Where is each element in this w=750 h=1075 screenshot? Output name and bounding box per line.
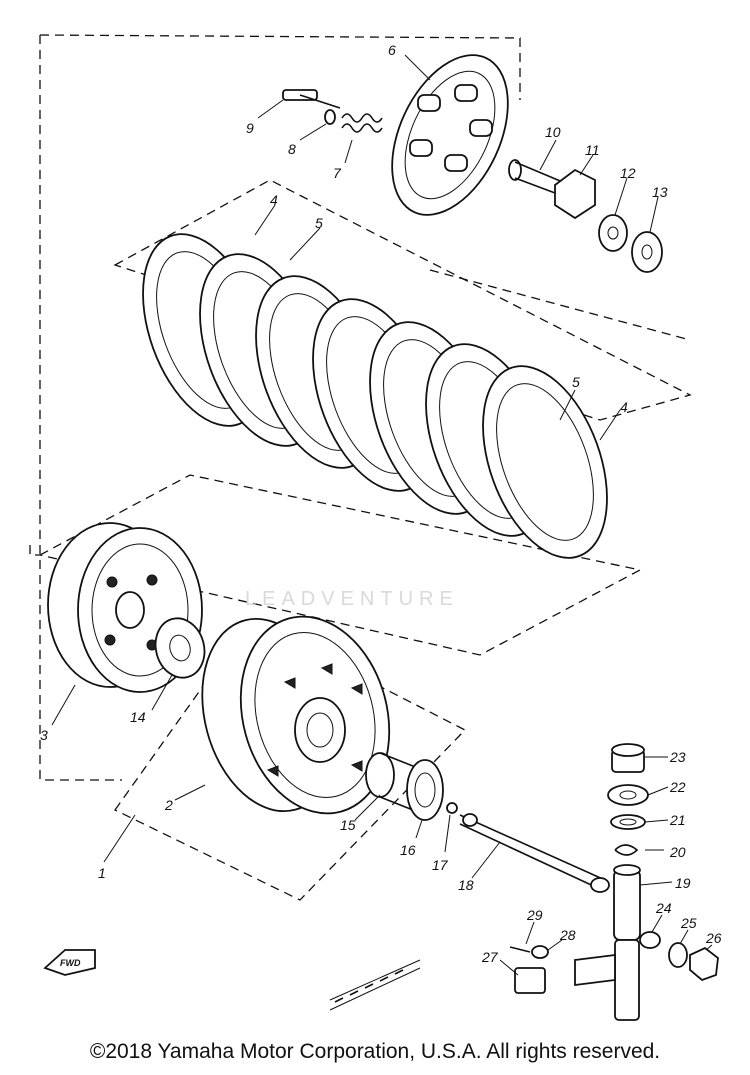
clutch-plate-stack	[142, 233, 608, 559]
thrust-washer	[154, 617, 206, 679]
callout-labels: 1 2 3 4 4 5 5 6 7 8 9 10 11 12 13 14 15 …	[40, 42, 722, 965]
leader-lines	[51, 54, 713, 976]
callout-9: 9	[246, 120, 254, 136]
callout-18: 18	[458, 877, 474, 893]
callout-19: 19	[675, 875, 691, 891]
spring-washer-bolt	[282, 89, 383, 133]
callout-26: 26	[705, 930, 722, 946]
callout-14: 14	[130, 709, 146, 725]
fwd-tag: FWD	[60, 958, 81, 968]
callout-29: 29	[526, 907, 543, 923]
callout-13: 13	[652, 184, 668, 200]
callout-23: 23	[669, 749, 686, 765]
callout-21: 21	[669, 812, 686, 828]
callout-5-lower: 5	[572, 374, 580, 390]
sleeve-and-plate	[365, 752, 458, 821]
callout-22: 22	[669, 779, 686, 795]
clutch-exploded-diagram: FWD LEADVENTURE	[29, 34, 722, 1021]
callout-25: 25	[680, 915, 697, 931]
callout-4-lower: 4	[620, 399, 628, 415]
callout-27: 27	[481, 949, 499, 965]
copyright-notice: ©2018 Yamaha Motor Corporation, U.S.A. A…	[89, 1040, 661, 1063]
callout-28: 28	[559, 927, 576, 943]
cable-holder	[329, 945, 549, 1011]
callout-10: 10	[545, 124, 561, 140]
watermark: LEADVENTURE	[245, 588, 459, 610]
callout-3: 3	[40, 727, 48, 743]
callout-11: 11	[585, 142, 600, 158]
callout-24: 24	[655, 900, 672, 916]
callout-12: 12	[620, 165, 636, 181]
callout-5-upper: 5	[315, 215, 323, 231]
push-lever-assembly	[574, 743, 719, 1021]
callout-20: 20	[669, 844, 686, 860]
callout-16: 16	[400, 842, 416, 858]
callout-17: 17	[432, 857, 449, 873]
callout-6: 6	[388, 42, 396, 58]
callout-1: 1	[98, 865, 106, 881]
callout-2: 2	[164, 797, 173, 813]
pressure-plate	[391, 54, 509, 216]
push-rod	[459, 813, 610, 893]
fwd-arrow-icon: FWD	[43, 949, 96, 976]
callout-8: 8	[288, 141, 296, 157]
callout-4-upper: 4	[270, 192, 278, 208]
primary-driven-gear	[201, 615, 391, 815]
pushrod-nut-washers	[508, 159, 663, 273]
callout-7: 7	[333, 165, 342, 181]
callout-15: 15	[340, 817, 356, 833]
